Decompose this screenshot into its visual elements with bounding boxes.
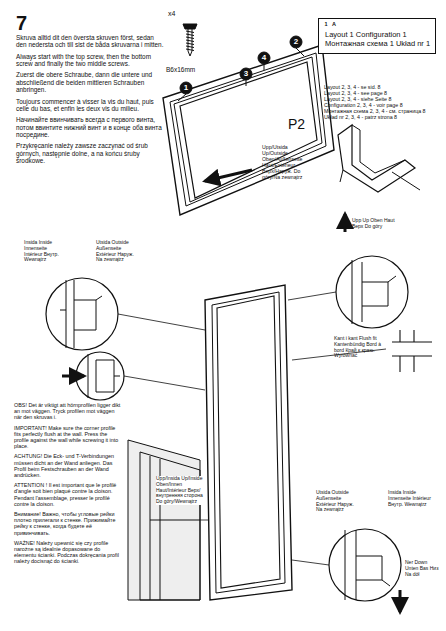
instruction-text: Начинайте ввинчивать всегда с первого ви… [16,116,164,138]
instruction-text: Przykręcanie należy zawsze zaczynać od ś… [16,142,164,164]
layout-icon: 1 [322,21,330,27]
side-label: Utsida Outside Außenseite Extérieur Нару… [96,240,140,263]
instruction-text-group: Skruva alltid dit den översta skruven fö… [16,34,164,164]
flush-label: Kant i kant Flush fit Kantenbündig Bord … [334,336,384,359]
warning-note: WAŻNE! Należy upewnić się czy profile na… [14,540,122,565]
profile-name: P2 [288,116,318,132]
layout-reference: Layout 2, 3, 4 - se sid. 8 [324,84,442,90]
layout-reference: Монтажная схема 2, 3, 4 - см. страница 8 [324,108,442,114]
direction-label: Upp Up Oben Haut Верх Do góry [352,218,396,230]
instruction-text: Toujours commencer à visser la vis du ha… [16,98,164,113]
page-number: 7 [16,12,46,35]
screw-icon [183,24,197,56]
screw-size: B6x16mm [166,66,216,73]
instruction-text: Skruva alltid dit den översta skruven fö… [16,34,164,49]
warning-note: ACHTUNG! Die Eck- und T-Verbindungen müs… [14,453,122,478]
layout-reference: Layout 2, 3, 4 - see page 8 [324,90,442,96]
layout-reference: Configuration 2, 3, 4 - voir page 8 [324,102,442,108]
callout-number: 4 [258,53,270,62]
quantity: x4 [168,10,188,18]
side-label: Utsida Outside Außenseite Extérieur Нару… [316,490,360,513]
instruction-text: Zuerst die obere Schraube, dann die unte… [16,71,164,93]
layout-reference-group: Layout 2, 3, 4 - se sid. 8Layout 2, 3, 4… [324,84,442,120]
direction-label: Upp/Utsida Up/Outside Oben/Außenseite Ha… [262,145,308,181]
direction-label: Ner Down Unten Bas Низ Na dół [405,560,439,577]
callout-number: 2 [290,37,302,46]
layout-title: Layout 1 Configuration 1 Монтажная схема… [325,31,431,48]
side-label: Insida Inside Innenseite Intérieur Внутр… [24,240,64,263]
side-label: Insida Inside Innenseite Intérieur Внутр… [388,490,432,507]
layout-reference: Layout 2, 3, 4 - siehe Seite 8 [324,96,442,102]
layout-icon: A [330,21,338,27]
layout-reference: Układ nr 2, 3, 4 - patrz strona 8 [324,114,442,120]
warning-note: OBS! Det är viktigt att hörnprofilen lig… [14,402,122,421]
instruction-text: Always start with the top screw, then th… [16,53,164,68]
warning-note-group: OBS! Det är viktigt att hörnprofilen lig… [14,402,122,565]
warning-note: IMPORTANT! Make sure the corner profile … [14,425,122,450]
warning-note: ATTENTION ! Il est important que le prof… [14,482,122,507]
direction-label: Upp/Insida Up/Inside Oben/Innen Haut/Int… [156,476,206,505]
callout-number: 3 [240,69,252,78]
callout-number: 1 [180,83,192,92]
warning-note: Внимание! Важно, чтобы угловые рейки пло… [14,511,122,536]
